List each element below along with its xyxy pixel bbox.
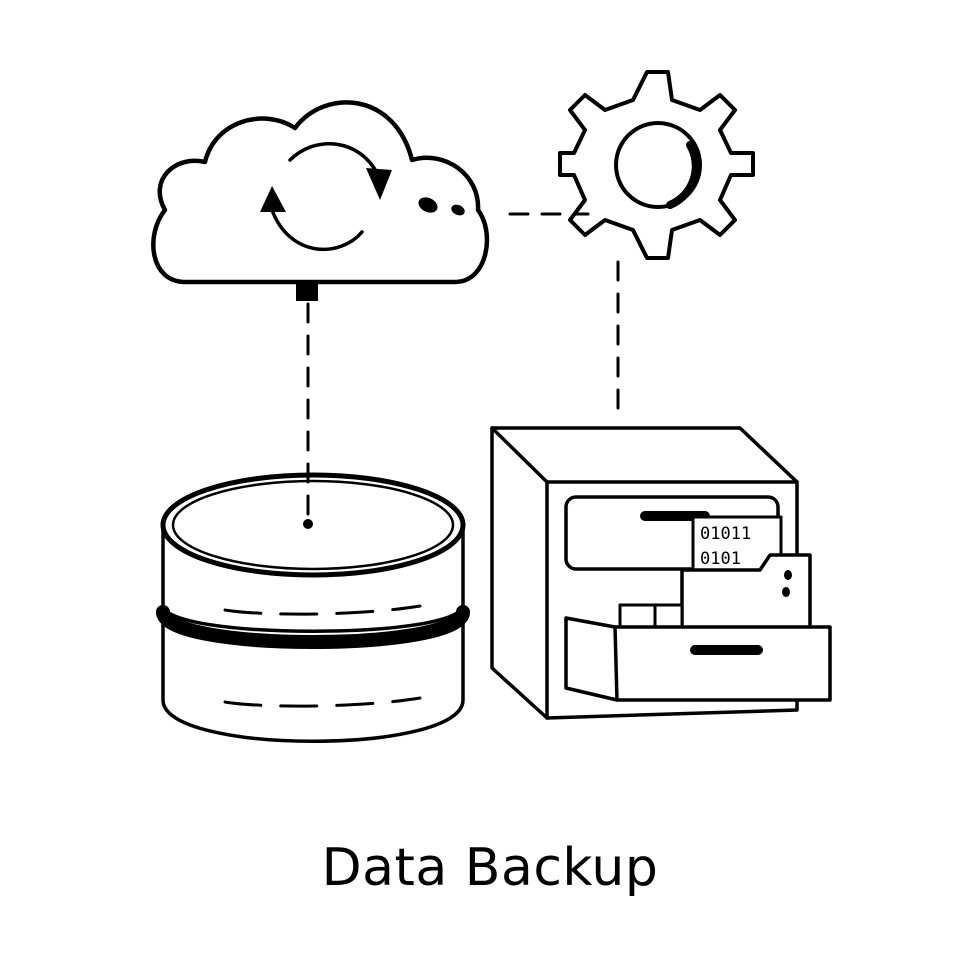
caption-title: Data Backup xyxy=(321,838,659,898)
cloud-sync-icon xyxy=(151,100,490,301)
binary-line-1: 01011 xyxy=(700,524,751,544)
gear-icon xyxy=(558,70,755,260)
sync-arrow-lower xyxy=(270,208,364,252)
connector-lines xyxy=(306,212,620,522)
file-cabinet-icon: 01011 0101 xyxy=(490,426,832,720)
database-icon xyxy=(156,472,470,743)
sync-arrow-upper xyxy=(288,142,380,177)
binary-line-2: 0101 xyxy=(700,549,741,569)
